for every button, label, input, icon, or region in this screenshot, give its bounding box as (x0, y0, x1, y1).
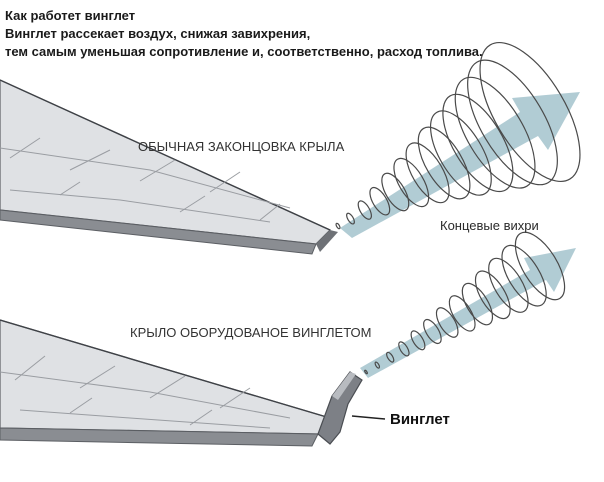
vortex-ring (467, 59, 558, 186)
vortex-ring (429, 110, 492, 196)
vortex-ring (501, 244, 547, 307)
vortex-ring (417, 126, 471, 200)
vortex-ring (386, 351, 395, 363)
winglet-label: Винглет (390, 411, 450, 428)
vortex-ring (474, 270, 511, 320)
spiral-vortex-icon (335, 41, 581, 230)
vortex-ring (405, 142, 450, 204)
header-description-line-1: Винглет рассекает воздух, снижая завихре… (5, 26, 311, 41)
vortex-ring (442, 93, 514, 193)
vortex-ring (479, 41, 581, 183)
winglet-wing-label: КРЫЛО ОБОРУДОВАНОЕ ВИНГЛЕТОМ (130, 325, 372, 340)
standard-wing-panels (0, 137, 291, 223)
vortex-ring (448, 295, 476, 332)
standard-wing-trailing-edge (0, 209, 317, 255)
winglet-wing-panels (0, 355, 291, 429)
header-title: Как работет винглет (5, 8, 136, 23)
vortex-ring (364, 369, 368, 375)
vortex-ring (410, 330, 426, 351)
vortex-ring (488, 257, 529, 313)
wingtip-vortices-label: Концевые вихри (440, 218, 539, 233)
vortex-ring (335, 222, 341, 230)
spiral-vortex-icon (364, 231, 566, 375)
flow-arrow-large (340, 92, 580, 238)
vortex-ring (435, 307, 459, 338)
vortex-ring (393, 157, 430, 208)
vortex-ring (423, 318, 442, 345)
standard-wing-tip-label: ОБЫЧНАЯ ЗАКОНЦОВКА КРЫЛА (138, 139, 345, 154)
vortex-ring (461, 282, 494, 326)
vortex-ring (398, 341, 410, 357)
vortex-ring (374, 361, 381, 369)
vortex-ring (357, 200, 372, 220)
vortex-ring (381, 172, 410, 212)
standard-wing (0, 79, 338, 255)
vortex-ring (454, 76, 536, 189)
vortex-ring (346, 212, 355, 225)
header-description-line-2: тем самым уменьшая сопротивление и, соот… (5, 44, 483, 59)
vortex-ring (514, 231, 566, 301)
vortex-ring (369, 186, 391, 216)
winglet-wing-trailing-edge (0, 427, 319, 447)
winglet-wing (0, 319, 363, 447)
